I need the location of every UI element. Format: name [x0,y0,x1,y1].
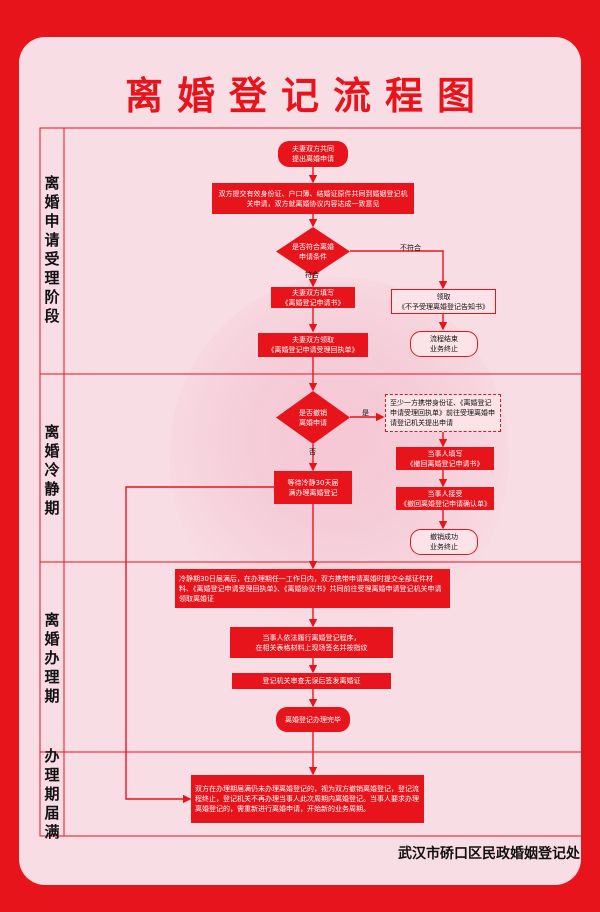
node-check-decision: 是否符合离婚 申请条件 [276,227,350,276]
footer-organization: 武汉市硚口区民政婚姻登记处 [398,846,580,862]
node-start: 夫妻双方共同 提出离婚申请 [278,141,348,167]
node-receipt: 夫妻双方领取 《离婚登记申请受理回执单》 [258,333,368,357]
node-withdraw-apply: 至少一方携带身份证、《离婚登记申请受理回执单》前往受理离婚申请登记机关提出申请 [385,394,501,432]
arrow-check-reject [350,250,448,290]
node-finish: 离婚登记办理完毕 [276,707,350,732]
label-no: 否 [309,448,316,456]
page-title: 离婚登记流程图 [124,74,489,118]
node-withdraw-decision: 是否撤销 离婚申请 [276,391,350,444]
label-yes: 是 [362,409,369,417]
frame-border [39,127,587,837]
stage-label-cooling: 离婚冷静期 [44,422,60,517]
stage-label-apply: 离婚申请受理阶段 [44,174,60,325]
node-submit: 双方提交有效身份证、户口簿、结婚证原件共同到婚姻登记机关申请，双方就离婚协议内容… [212,183,414,214]
node-end-terminate: 流程结束 业务终止 [410,331,478,357]
node-issue: 登记机关审查无误后签发离婚证 [232,673,391,689]
node-withdraw-fill: 当事人填写 《撤回离婚登记申请书》 [396,447,494,470]
arrow-wait-expire [125,486,274,804]
node-expire: 双方在办理期届满仍未办理离婚登记的，视为双方撤销离婚登记，登记流程终止，登记机关… [191,775,424,823]
label-comply: 符合 [305,271,319,279]
node-wait-cooling: 等待冷静30天届 满办理离婚登记 [274,471,352,504]
node-withdraw-confirm: 当事人接受 《撤回离婚登记申请确认单》 [396,487,494,510]
stage-label-processing: 离婚办理期 [44,610,60,705]
node-after-cooling: 冷静期30日届满后，在办理期任一工作日内，双方携带申请离婚时提交全部证件材料、《… [175,569,450,608]
node-fill-form: 夫妻双方填写 《离婚登记申请书》 [271,287,355,308]
node-process: 当事人依法履行离婚登记程序， 在相关表格材料上现场签名并按指纹 [230,627,393,658]
label-not-comply: 不符合 [400,244,421,252]
stage-label-expiry: 办理期届满 [44,746,60,841]
node-withdraw-done: 撤销成功 业务终止 [410,529,478,555]
node-reject-notice: 领取 《不予受理离婚登记告知书》 [391,289,496,314]
